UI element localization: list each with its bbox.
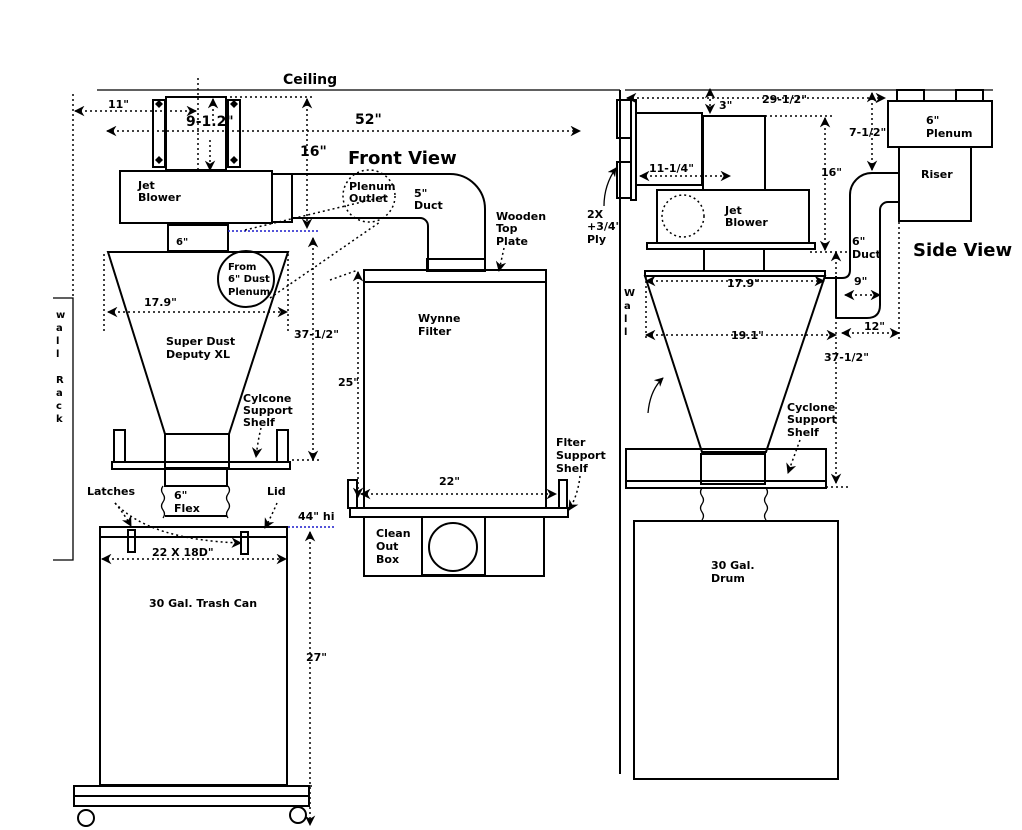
ply-label: 2X +3/4" Ply [587, 208, 625, 246]
ceiling-label: Ceiling [283, 72, 337, 88]
side-view-title: Side View [913, 240, 1012, 261]
wall-rack: w a l l R a c k [53, 297, 74, 561]
filter-support-shelf-label: Flter Support Shelf [556, 436, 610, 475]
inlet-6in-label: 6" [176, 237, 188, 248]
side-cyclone-support-shelf-label: Cyclone Support Shelf [787, 401, 841, 439]
lid-pointer [264, 502, 278, 529]
5in-duct-label: 5" Duct [414, 187, 443, 212]
side-shelf-pointer [786, 439, 801, 474]
blower-outlet-flange [271, 173, 293, 223]
latch-left [127, 529, 136, 553]
front-dimensions [72, 78, 582, 827]
dim-44: 44" hi [298, 510, 334, 523]
side-dim-9: 9" [854, 275, 867, 288]
ply-pointer [603, 167, 617, 207]
side-dim-17-9: 17.9" [727, 277, 760, 290]
side-dim-16: 16" [821, 166, 842, 179]
dim-25: 25" [338, 376, 359, 389]
riser-label: Riser [921, 168, 953, 181]
clean-out-box-label: Clean Out Box [376, 527, 414, 566]
trash-can [99, 536, 288, 786]
super-dust-deputy-label: Super Dust Deputy XL [166, 335, 239, 361]
plenum-bracket-right [955, 89, 984, 102]
latches-label: Latches [87, 485, 136, 498]
plenum-bracket-left [896, 89, 925, 102]
wall-rack-label: w a l l R a c k [56, 310, 69, 425]
filter-shelf-post-left [347, 479, 358, 509]
filter-support-shelf [349, 507, 569, 518]
shelf-post-left [113, 429, 126, 463]
clean-out-hole [428, 522, 478, 572]
trash-can-label: 30 Gal. Trash Can [149, 597, 257, 610]
drum-label: 30 Gal. Drum [711, 559, 758, 585]
flex-label: 6" Flex [174, 489, 200, 515]
side-dim-19-1: 19.1" [731, 329, 764, 342]
dim-22: 22" [439, 475, 460, 488]
plenum-outlet-label: Plenum Outlet [349, 180, 399, 205]
side-ply-mount [616, 99, 766, 201]
side-flex-right [763, 487, 769, 521]
side-6in-duct [825, 172, 899, 319]
side-dimensions [625, 87, 901, 488]
dim-17-9: 17.9" [144, 296, 177, 309]
from-dust-plenum-label: From 6" Dust Plenum [228, 262, 273, 298]
side-flex-left [699, 487, 705, 521]
side-wall-label: W a l l [624, 288, 639, 338]
side-dim-29-12: 29-1/2" [762, 93, 807, 106]
dim-9-12: 9-1.2" [186, 114, 234, 130]
dim-37-12: 37-1/2" [294, 328, 339, 341]
latch-pointer-2 [114, 502, 243, 548]
dim-11: 11" [108, 98, 129, 111]
side-dim-7-12: 7-1/2" [849, 126, 886, 139]
dim-16: 16" [300, 144, 327, 160]
filter-shelf-post-right [558, 479, 568, 509]
wooden-top-plate-label: Wooden Top Plate [496, 210, 550, 248]
blower-mount [152, 96, 241, 171]
side-inlet-pipe [703, 248, 765, 272]
cyclone-support-shelf-label: Cylcone Support Shelf [243, 392, 297, 429]
shelf-pointer [251, 427, 263, 459]
side-dim-12: 12" [864, 320, 885, 333]
side-dim-3: 3" [719, 99, 732, 112]
front-5in-duct [292, 173, 486, 270]
dolly [73, 785, 310, 827]
filter-shelf-pointer [568, 475, 581, 511]
side-dim-37-12: 37-1/2" [824, 351, 869, 364]
dim-22x18: 22 X 18D" [152, 546, 214, 559]
side-drum [633, 520, 839, 780]
plenum-outlet-circle [342, 169, 396, 223]
latch-right [240, 531, 249, 555]
shelf-post-right [276, 429, 289, 463]
top-plate-pointer [495, 247, 507, 273]
side-cyclone-pointer [647, 377, 664, 414]
side-blower-inlet [661, 194, 705, 238]
side-jet-blower-label: Jet Blower [724, 204, 768, 229]
side-plenum-label: 6" Plenum [926, 114, 972, 140]
side-dim-11-14: 11-1/4" [649, 162, 694, 175]
wynne-filter-label: Wynne Filter [418, 312, 464, 338]
clean-out-port [421, 516, 486, 576]
side-6in-duct-label: 6" Duct [852, 235, 881, 261]
side-shelf-base [625, 480, 827, 489]
riser [898, 146, 972, 222]
dim-27: 27" [306, 651, 327, 664]
front-view-title: Front View [348, 148, 457, 169]
side-cyclone-outlet [700, 453, 766, 485]
dim-52: 52" [355, 112, 382, 128]
latch-pointer [114, 502, 132, 527]
front-flex-hose [160, 468, 231, 519]
front-jet-blower-label: Jet Blower [137, 179, 181, 204]
lid-label: Lid [267, 485, 286, 498]
